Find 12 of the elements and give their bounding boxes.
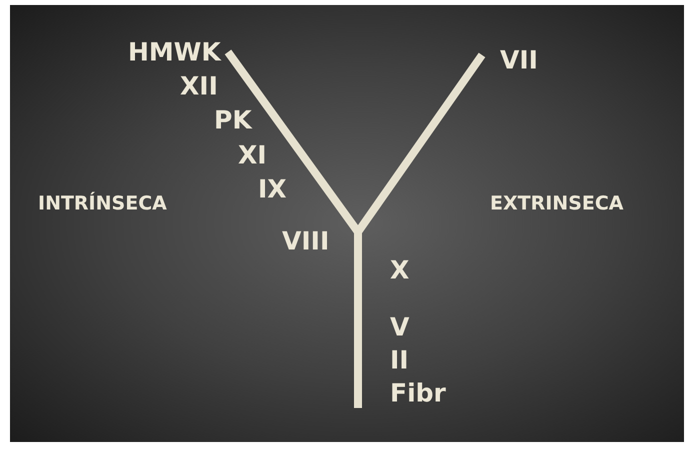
factor-label: XII <box>180 74 218 98</box>
factor-label: VII <box>500 48 538 72</box>
factor-label: VIII <box>282 228 330 254</box>
factor-label: HMWK <box>128 40 221 64</box>
factor-label: EXTRINSECA <box>490 194 624 214</box>
factor-label: II <box>390 348 409 372</box>
factor-label: Fibr <box>390 380 446 406</box>
factor-label: IX <box>258 176 287 202</box>
factor-label: XI <box>238 142 267 168</box>
factor-label: PK <box>214 108 252 132</box>
factor-label: X <box>390 258 410 282</box>
factor-label: V <box>390 314 410 340</box>
